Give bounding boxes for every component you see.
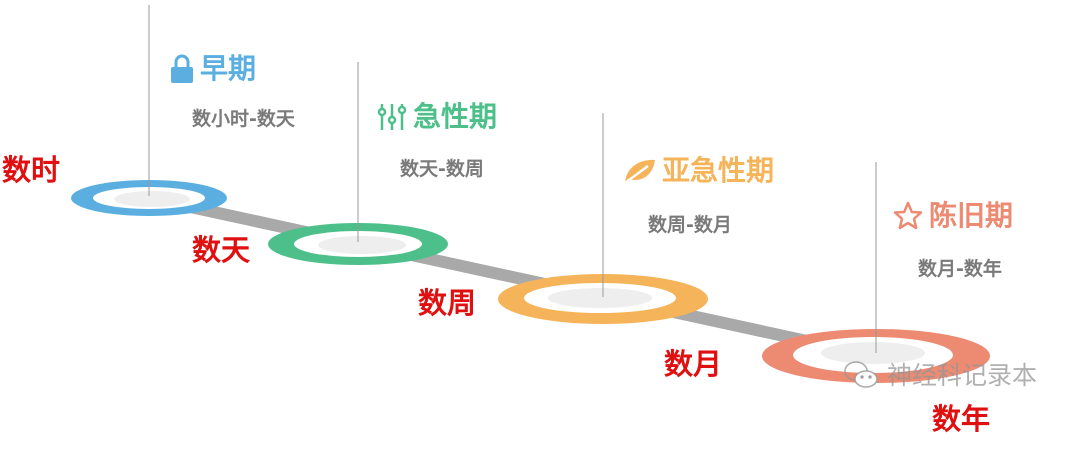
stage-ring-acute xyxy=(268,223,448,265)
stage-title-text: 早期 xyxy=(200,52,257,85)
wechat-icon xyxy=(844,361,878,388)
stage-title-subacute: 亚急性期 xyxy=(622,157,774,185)
time-label: 数时 xyxy=(2,153,61,187)
star-icon xyxy=(893,201,923,230)
stage-range-acute: 数天-数周 xyxy=(400,158,484,180)
stage-ring-early xyxy=(71,180,227,216)
time-label-final: 数年 xyxy=(932,402,991,436)
time-label: 数月 xyxy=(664,347,723,381)
stage-title-text: 急性期 xyxy=(413,100,498,133)
stage-range-chronic: 数月-数年 xyxy=(918,258,1002,280)
stage-title-text: 陈旧期 xyxy=(929,199,1014,232)
leaf-icon xyxy=(624,159,655,185)
lock-icon xyxy=(171,54,193,83)
stage-ring-subacute xyxy=(498,274,708,324)
time-label: 数周 xyxy=(418,286,477,320)
stage-ring-chronic xyxy=(762,329,990,383)
stage-range-subacute: 数周-数月 xyxy=(648,214,732,236)
watermark-text: 神经科记录本 xyxy=(887,360,1038,390)
stage-title-acute: 急性期 xyxy=(377,102,497,132)
timeline-connector xyxy=(147,192,878,362)
stage-range-early: 数小时-数天 xyxy=(192,108,295,130)
watermark: 神经科记录本 xyxy=(843,360,1037,390)
stage-title-early: 早期 xyxy=(170,54,256,84)
stage-title-chronic: 陈旧期 xyxy=(893,201,1013,231)
sliders-icon xyxy=(377,104,407,130)
stage-title-text: 亚急性期 xyxy=(662,154,775,187)
time-label: 数天 xyxy=(192,233,251,267)
